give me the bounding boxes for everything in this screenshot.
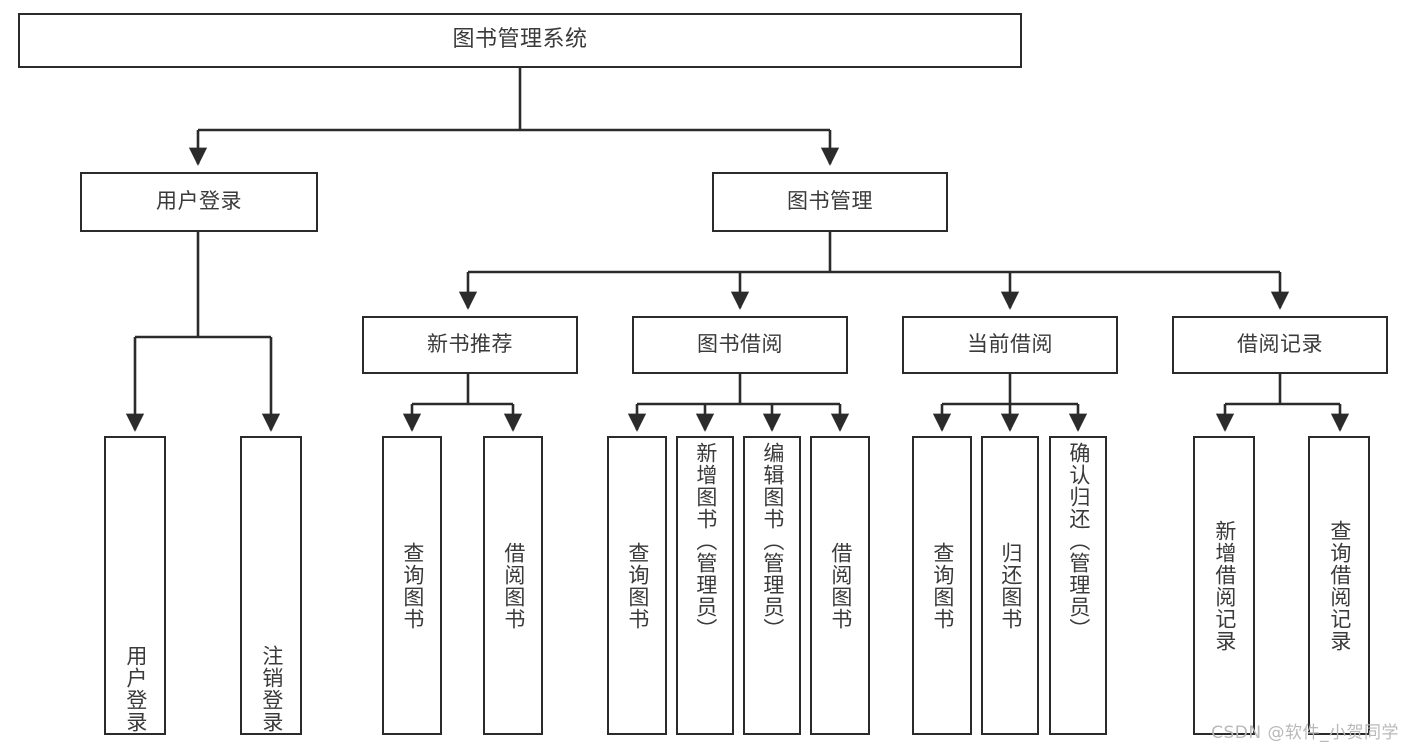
- leaf-return-book-label: 归还图书: [998, 541, 1023, 630]
- leaf-query-book-3[interactable]: 查询图书: [912, 436, 972, 735]
- node-new-book-rec[interactable]: 新书推荐: [362, 316, 578, 374]
- leaf-edit-book-inner: 编辑图书（管理员）: [745, 438, 799, 737]
- leaf-query-book-3-label: 查询图书: [930, 541, 955, 630]
- watermark: CSDN @软件_小贺同学: [1211, 723, 1399, 743]
- leaf-query-book-3-inner: 查询图书: [914, 438, 970, 733]
- leaf-add-book[interactable]: 新增图书（管理员）: [676, 436, 734, 735]
- leaf-edit-book[interactable]: 编辑图书（管理员）: [743, 436, 801, 735]
- node-book-borrow[interactable]: 图书借阅: [632, 316, 848, 374]
- leaf-user-logout-label: 注销登录: [259, 645, 284, 733]
- leaf-borrow-book-2-label: 借阅图书: [828, 541, 853, 630]
- leaf-query-book-2-label: 查询图书: [625, 541, 650, 630]
- leaf-add-record[interactable]: 新增借阅记录: [1193, 436, 1255, 735]
- leaf-query-book-2[interactable]: 查询图书: [607, 436, 667, 735]
- leaf-borrow-book-1[interactable]: 借阅图书: [483, 436, 543, 735]
- leaf-borrow-book-2-inner: 借阅图书: [812, 438, 868, 733]
- leaf-edit-book-label: 编辑图书（管理员）: [760, 442, 785, 640]
- leaf-query-book-2-inner: 查询图书: [609, 438, 665, 733]
- leaf-query-record-inner: 查询借阅记录: [1310, 438, 1368, 733]
- leaf-confirm-return-label: 确认归还（管理员）: [1066, 442, 1091, 640]
- node-borrow-record[interactable]: 借阅记录: [1172, 316, 1388, 374]
- leaf-add-record-label: 新增借阅记录: [1212, 519, 1237, 652]
- leaf-query-book-1[interactable]: 查询图书: [382, 436, 442, 735]
- leaf-query-record-label: 查询借阅记录: [1327, 519, 1352, 652]
- leaf-confirm-return-inner: 确认归还（管理员）: [1051, 438, 1105, 737]
- leaf-user-login-label: 用户登录: [123, 645, 148, 733]
- node-current-borrow-label: 当前借阅: [967, 332, 1053, 357]
- leaf-add-book-label: 新增图书（管理员）: [693, 442, 718, 640]
- node-user-login[interactable]: 用户登录: [80, 172, 318, 232]
- node-user-login-label: 用户登录: [156, 189, 242, 214]
- leaf-user-logout-inner: 注销登录: [242, 438, 300, 737]
- leaf-borrow-book-1-label: 借阅图书: [501, 541, 526, 630]
- leaf-return-book[interactable]: 归还图书: [981, 436, 1039, 735]
- leaf-user-login-inner: 用户登录: [106, 438, 164, 737]
- leaf-borrow-book-1-inner: 借阅图书: [485, 438, 541, 733]
- leaf-return-book-inner: 归还图书: [983, 438, 1037, 733]
- leaf-user-login[interactable]: 用户登录: [104, 436, 166, 735]
- node-book-borrow-label: 图书借阅: [697, 332, 783, 357]
- node-root[interactable]: 图书管理系统: [18, 13, 1022, 68]
- leaf-add-record-inner: 新增借阅记录: [1195, 438, 1253, 733]
- leaf-borrow-book-2[interactable]: 借阅图书: [810, 436, 870, 735]
- node-current-borrow[interactable]: 当前借阅: [902, 316, 1118, 374]
- leaf-query-record[interactable]: 查询借阅记录: [1308, 436, 1370, 735]
- leaf-confirm-return[interactable]: 确认归还（管理员）: [1049, 436, 1107, 735]
- node-borrow-record-label: 借阅记录: [1237, 332, 1323, 357]
- node-book-manage[interactable]: 图书管理: [712, 172, 948, 232]
- leaf-user-logout[interactable]: 注销登录: [240, 436, 302, 735]
- node-book-manage-label: 图书管理: [787, 189, 873, 214]
- leaf-add-book-inner: 新增图书（管理员）: [678, 438, 732, 737]
- node-root-label: 图书管理系统: [452, 27, 588, 53]
- node-new-book-rec-label: 新书推荐: [427, 332, 513, 357]
- leaf-query-book-1-label: 查询图书: [400, 541, 425, 630]
- leaf-query-book-1-inner: 查询图书: [384, 438, 440, 733]
